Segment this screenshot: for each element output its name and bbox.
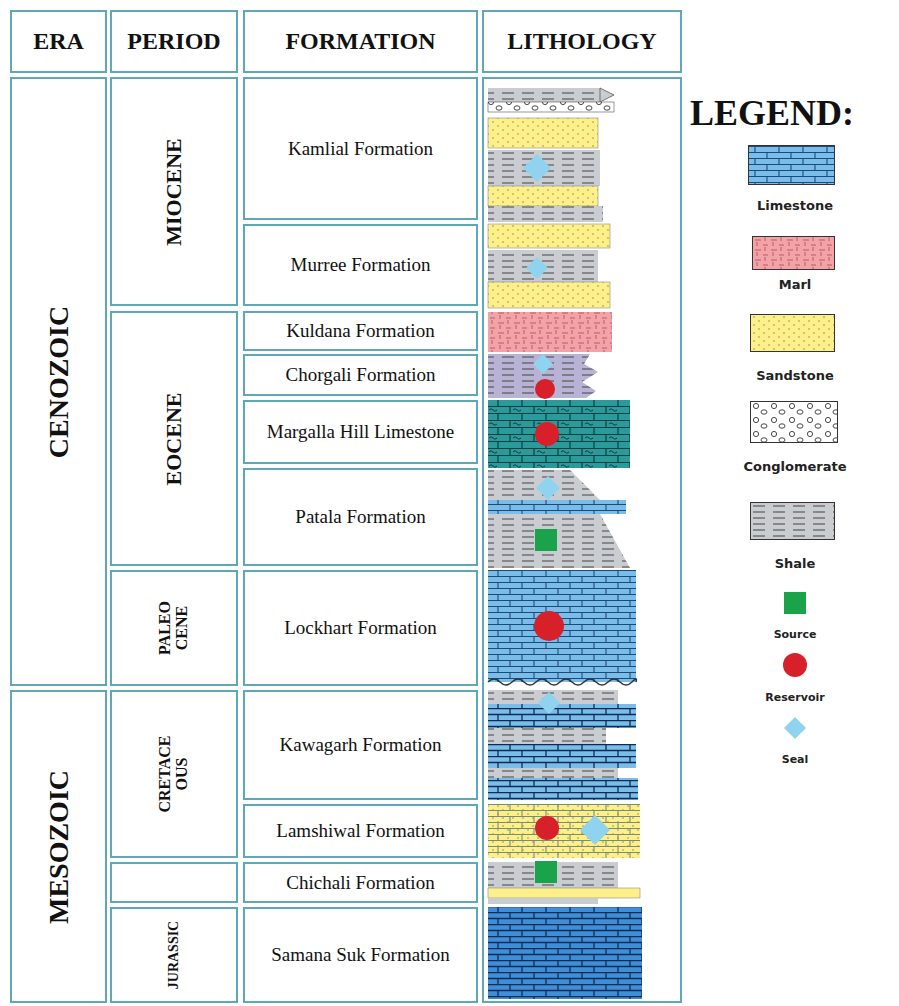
period-cell: CRETACE OUS [110, 690, 238, 858]
legend-heading: LEGEND: [690, 92, 854, 134]
header-cell: PERIOD [110, 10, 238, 73]
legend-swatch [752, 236, 835, 270]
era-cell: CENOZOIC [10, 77, 107, 686]
period-cell: PALEO CENE [110, 570, 238, 686]
formation-name: Chichali Formation [286, 872, 434, 894]
column-heading: PERIOD [127, 28, 220, 55]
legend-text: Conglomerate [723, 459, 867, 474]
legend-swatch [750, 401, 838, 443]
swatch-pattern [751, 503, 835, 540]
age-name: CRETACE OUS [157, 731, 191, 817]
legend-swatch [784, 592, 806, 614]
formation-name: Kuldana Formation [286, 320, 434, 342]
column-heading: FORMATION [285, 28, 435, 55]
formation-cell: Chichali Formation [243, 862, 478, 903]
age-name: JURASSIC [167, 910, 182, 1000]
age-name: PALEO CENE [157, 595, 191, 661]
formation-name: Lamshiwal Formation [276, 820, 444, 842]
header-cell: FORMATION [243, 10, 478, 73]
swatch-pattern [749, 146, 835, 185]
formation-name: Kawagarh Formation [280, 734, 442, 756]
period-cell: MIOCENE [110, 77, 238, 306]
header-cell: LITHOLOGY [482, 10, 682, 73]
legend-text: Shale [723, 556, 867, 571]
formation-name: Chorgali Formation [285, 364, 435, 386]
formation-cell: Samana Suk Formation [243, 907, 478, 1003]
legend-text: Marl [723, 277, 867, 292]
formation-name: Patala Formation [295, 506, 425, 528]
formation-name: Samana Suk Formation [271, 944, 449, 966]
column-heading: ERA [33, 28, 84, 55]
swatch-pattern [751, 402, 838, 443]
legend-swatch [750, 502, 835, 540]
formation-cell: Kamlial Formation [243, 77, 478, 220]
formation-name: Lockhart Formation [284, 617, 437, 639]
legend-swatch [748, 145, 835, 185]
swatch-pattern [753, 237, 835, 270]
age-name: EOCENE [162, 339, 185, 539]
formation-cell: Margalla Hill Limestone [243, 400, 478, 464]
formation-cell: Patala Formation [243, 468, 478, 566]
formation-cell: Chorgali Formation [243, 354, 478, 396]
swatch-pattern [751, 315, 835, 352]
column-heading: LITHOLOGY [507, 28, 656, 55]
legend-text: Seal [723, 753, 867, 766]
formation-cell: Murree Formation [243, 224, 478, 306]
legend-text: Reservoir [723, 691, 867, 704]
formation-name: Murree Formation [291, 254, 431, 276]
formation-name: Margalla Hill Limestone [267, 421, 455, 443]
age-name: MESOZOIC [44, 707, 73, 987]
era-cell: MESOZOIC [10, 690, 107, 1003]
age-name: CENOZOIC [44, 232, 73, 532]
legend-text: Sandstone [723, 368, 867, 383]
period-cell: EOCENE [110, 311, 238, 566]
legend-text: Source [723, 628, 867, 641]
period-cell: JURASSIC [110, 907, 238, 1003]
age-name: MIOCENE [162, 92, 185, 292]
formation-cell: Lamshiwal Formation [243, 804, 478, 858]
formation-cell: Kuldana Formation [243, 311, 478, 351]
formation-cell: Kawagarh Formation [243, 690, 478, 800]
formation-name: Kamlial Formation [288, 138, 433, 160]
header-cell: ERA [10, 10, 107, 73]
legend-text: Limestone [723, 198, 867, 213]
formation-cell: Lockhart Formation [243, 570, 478, 686]
legend-swatch [750, 314, 835, 352]
